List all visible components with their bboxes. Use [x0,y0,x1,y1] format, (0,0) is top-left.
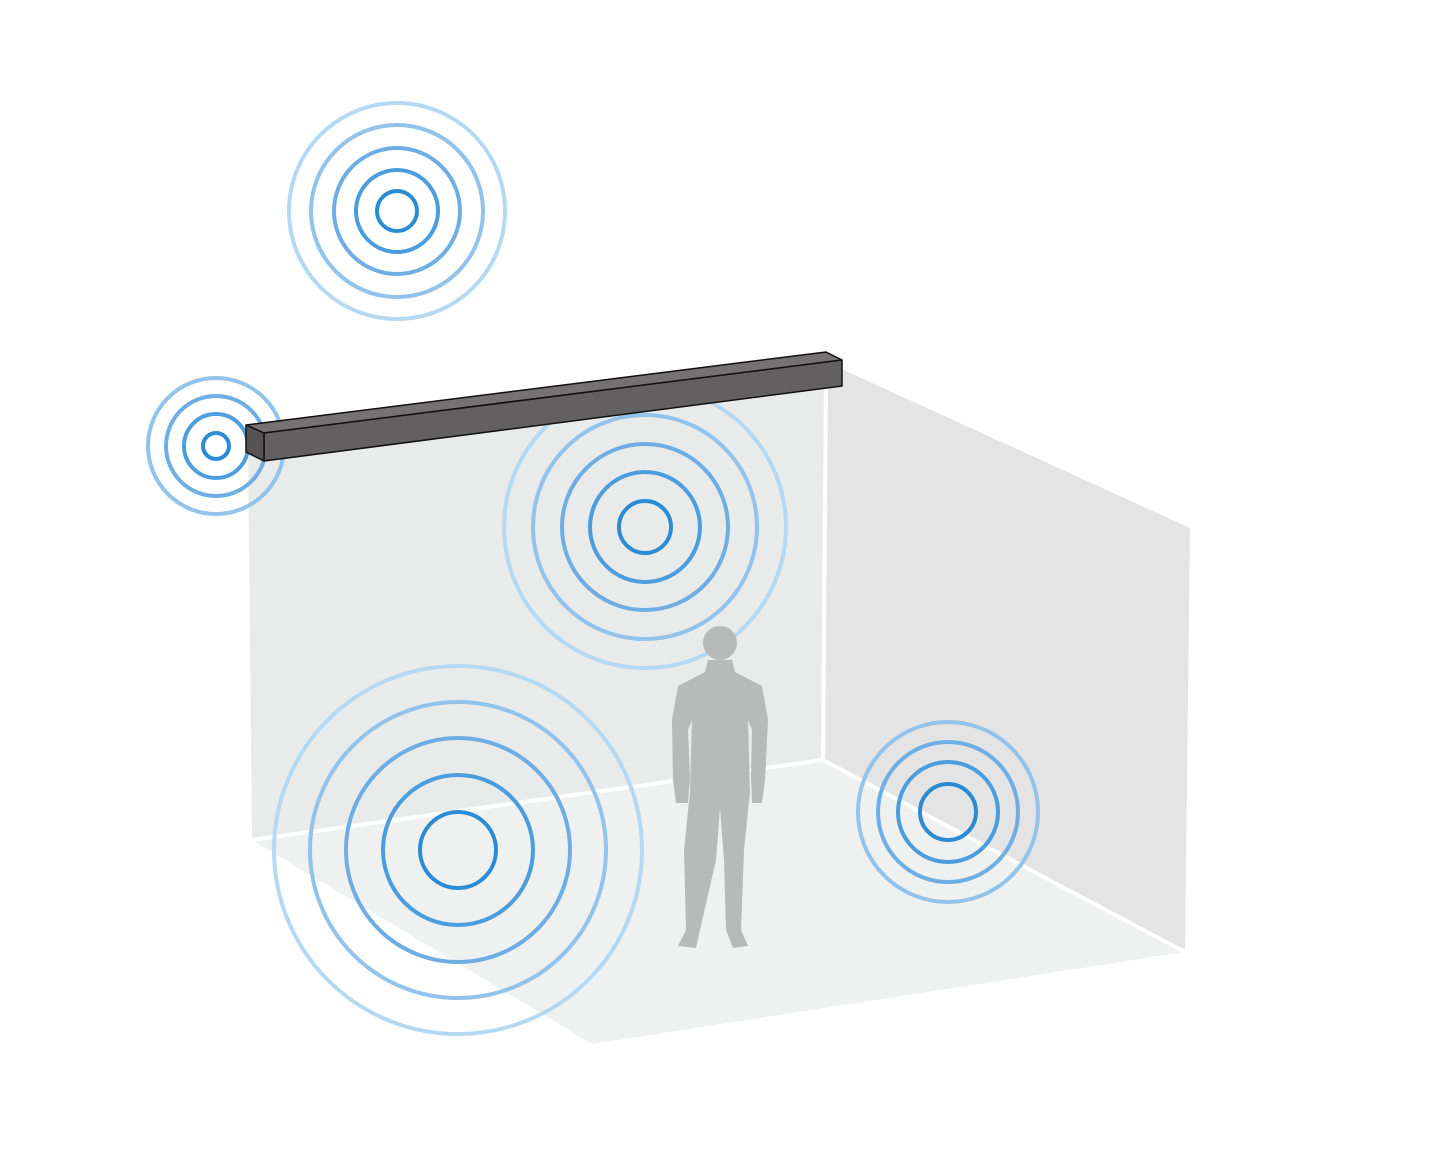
sound-wave-ring [344,736,572,964]
sound-wave-ring [332,146,462,276]
soundbar-side [245,424,265,462]
sound-wave-ring [856,720,1040,904]
person-body [672,660,768,948]
sound-wave-ring [375,189,419,233]
sound-source-right [856,720,1040,904]
sound-wave-ring [918,782,978,842]
sound-wave-ring [201,431,231,461]
sound-waves [146,101,1040,1036]
person-head [703,626,737,660]
sound-source-lower-left [272,664,644,1036]
sound-wave-ring [896,760,1000,864]
soundbar [245,351,843,462]
side-wall [823,362,1190,952]
sound-wave-ring [531,413,759,641]
sound-wave-ring [272,664,644,1036]
sound-wave-ring [418,810,498,890]
sound-wave-ring [308,700,608,1000]
sound-wave-ring [617,499,673,555]
floor [252,760,1185,1044]
sound-wave-ring [588,470,702,584]
sound-source-upper-left [287,101,507,321]
sound-wave-ring [560,442,730,612]
sound-wave-ring [309,123,485,299]
sound-wave-ring [876,740,1020,884]
sound-wave-ring [182,412,250,480]
sound-wave-ring [381,773,535,927]
sound-wave-ring [287,101,507,321]
person-silhouette [672,626,768,948]
sound-wave-ring [354,168,440,254]
